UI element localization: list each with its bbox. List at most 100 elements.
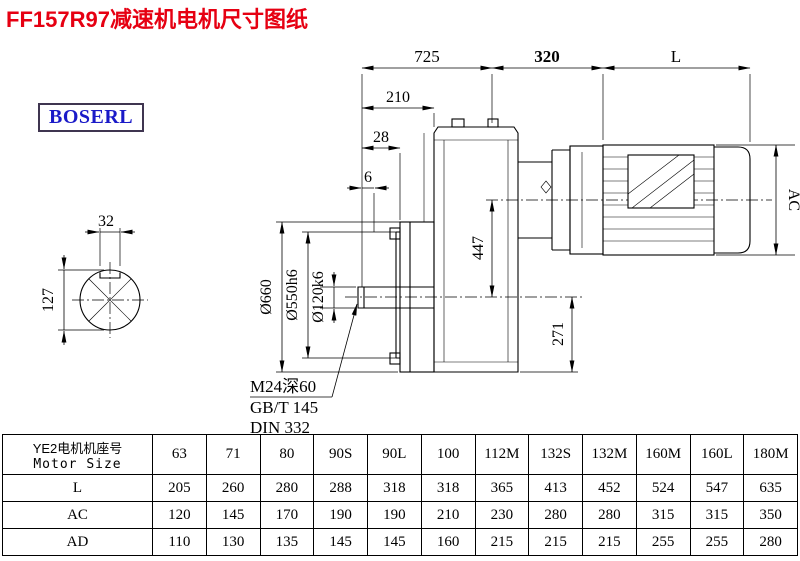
cell: 230	[474, 501, 530, 529]
table-row-AC: AC 120 145 170 190 190 210 230 280 280 3…	[2, 501, 798, 529]
cell: 524	[635, 474, 691, 502]
table-row-L: L 205 260 280 288 318 318 365 413 452 52…	[2, 474, 798, 502]
cell: 315	[635, 501, 691, 529]
cell: 413	[528, 474, 583, 502]
dim-271: 271	[550, 322, 567, 346]
dim-6: 6	[364, 169, 372, 186]
size-col: 63	[152, 434, 207, 475]
ext-lines-top	[361, 74, 751, 287]
size-col: 80	[259, 434, 315, 475]
shaft-end-view	[79, 269, 141, 331]
size-col: 90L	[367, 434, 422, 475]
cell: 547	[689, 474, 745, 502]
dimension-labels: 725 320 L 210 28 6 32 127 Ø660 Ø550h6 Ø1…	[40, 47, 800, 437]
gear-housing	[433, 126, 519, 373]
brand-logo-box: BOSERL	[38, 103, 145, 132]
motor-size-label-cn: YE2电机机座号	[32, 440, 123, 456]
cell: 160	[420, 528, 476, 556]
fan-cover	[714, 146, 751, 254]
cell: 318	[367, 474, 422, 502]
hatch-line	[88, 278, 132, 322]
cell: 315	[689, 501, 745, 529]
motor-size-label-en: Motor Size	[33, 456, 122, 472]
cell: 280	[743, 528, 798, 556]
dim-447: 447	[470, 236, 487, 260]
dim-210: 210	[386, 89, 410, 106]
cell: 280	[582, 501, 637, 529]
size-col: 160M	[635, 434, 691, 475]
ext-lines-endview	[58, 228, 121, 331]
dim-AC: AC	[785, 189, 800, 211]
table-row-AD: AD 110 130 135 145 145 160 215 215 215 2…	[2, 528, 798, 556]
flange-bolt-bottom	[389, 352, 401, 365]
row-label: AC	[2, 501, 153, 529]
dim-127: 127	[40, 288, 57, 312]
cell: 145	[313, 528, 368, 556]
cell: 255	[689, 528, 745, 556]
extension-lines	[58, 74, 795, 373]
shaft-circle	[79, 269, 141, 331]
cell: 120	[152, 501, 207, 529]
note-thread: M24深60	[250, 377, 316, 396]
table-header-row: YE2电机机座号 Motor Size 63 71 80 90S 90L 100…	[2, 434, 798, 475]
note-gb-standard: GB/T 145	[250, 398, 318, 417]
size-col: 100	[420, 434, 476, 475]
dim-120: Ø120k6	[310, 271, 327, 323]
dimension-table: YE2电机机座号 Motor Size 63 71 80 90S 90L 100…	[2, 434, 798, 556]
size-col: 132M	[582, 434, 637, 475]
motor-adapter	[518, 146, 571, 254]
dim-32: 32	[98, 213, 114, 230]
dim-L: L	[671, 47, 681, 66]
cell: 452	[582, 474, 637, 502]
size-col: 180M	[743, 434, 798, 475]
size-col: 90S	[313, 434, 368, 475]
ext-lines-right	[520, 144, 795, 373]
keyway	[99, 272, 121, 279]
cell: 215	[474, 528, 530, 556]
page-title: FF157R97减速机电机尺寸图纸	[6, 7, 308, 32]
cell: 110	[152, 528, 207, 556]
cell: 145	[367, 528, 422, 556]
cell: 190	[367, 501, 422, 529]
cell: 135	[259, 528, 315, 556]
cell: 130	[205, 528, 261, 556]
plug-diamond-icon	[540, 180, 552, 194]
size-col: 112M	[474, 434, 530, 475]
note-din-standard: DIN 332	[250, 418, 310, 437]
flange-spigot	[395, 231, 400, 359]
cell: 280	[528, 501, 583, 529]
row-label: AD	[2, 528, 153, 556]
cell: 215	[528, 528, 583, 556]
size-col: 132S	[528, 434, 583, 475]
ext-lines-diameters	[276, 221, 400, 373]
motor-body	[602, 144, 715, 256]
cell: 170	[259, 501, 315, 529]
housing-bolt	[487, 118, 499, 128]
dim-725: 725	[414, 47, 440, 66]
size-col: 71	[205, 434, 261, 475]
terminal-box-hatch	[627, 154, 695, 209]
cell: 205	[152, 474, 207, 502]
leader-line	[331, 303, 358, 398]
row-label: L	[2, 474, 153, 502]
cell: 318	[420, 474, 476, 502]
size-col: 160L	[689, 434, 745, 475]
dim-660: Ø660	[258, 279, 275, 315]
centerlines	[72, 199, 772, 338]
cell: 145	[205, 501, 261, 529]
cell: 365	[474, 474, 530, 502]
housing-bolt	[451, 118, 465, 128]
cell: 255	[635, 528, 691, 556]
cell: 635	[743, 474, 798, 502]
dim-550: Ø550h6	[284, 269, 301, 321]
dim-28: 28	[373, 129, 389, 146]
cell: 280	[259, 474, 315, 502]
motor-size-header: YE2电机机座号 Motor Size	[2, 434, 153, 475]
dim-320: 320	[534, 47, 560, 66]
cell: 260	[205, 474, 261, 502]
flange-bolt-top	[389, 227, 401, 240]
housing-detail-lines	[423, 133, 518, 363]
cell: 215	[582, 528, 637, 556]
cell: 350	[743, 501, 798, 529]
